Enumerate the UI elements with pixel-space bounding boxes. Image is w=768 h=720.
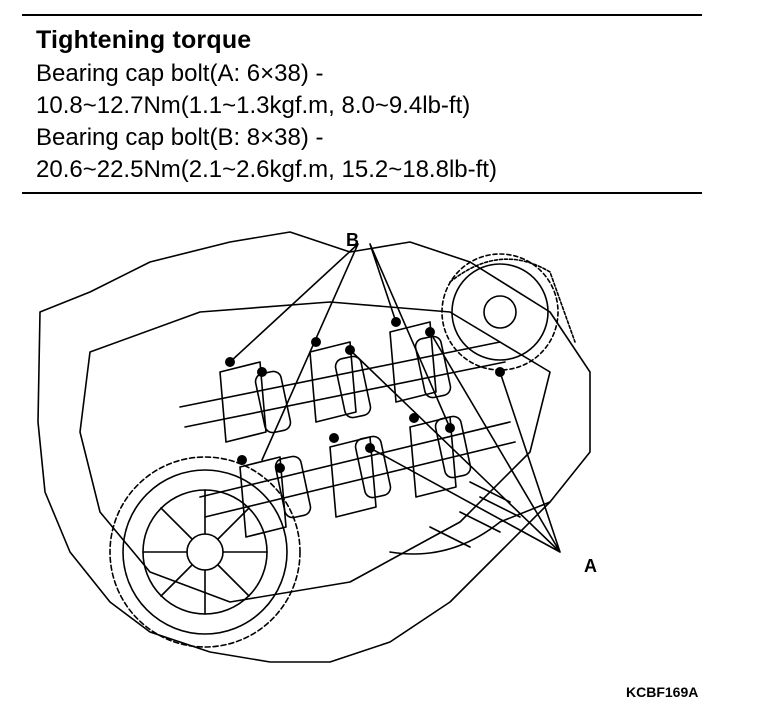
bearing-cap (309, 341, 357, 423)
callout-label-b: B (346, 230, 359, 250)
cam-lobe (414, 335, 452, 399)
head-deck (79, 301, 551, 603)
bearing-cap (389, 321, 437, 403)
leader-lines-a (349, 331, 561, 553)
torque-spec-box: Tightening torque Bearing cap bolt(A: 6×… (22, 14, 702, 194)
cylinder-head-outline (37, 231, 591, 663)
stud-bolts (429, 481, 521, 548)
cam-sprocket (441, 253, 559, 371)
wire-harness (389, 501, 551, 555)
spec-line-bolt-b: Bearing cap bolt(B: 8×38) - (36, 124, 324, 151)
bearing-cap (329, 436, 377, 518)
camshaft-illustration (37, 231, 591, 663)
leader-lines-b (229, 243, 451, 461)
figure-code: KCBF169A (626, 684, 699, 700)
cam-lobe (274, 455, 312, 519)
timing-chain (449, 258, 576, 343)
bearing-cap (409, 416, 457, 498)
cam-lobe (254, 370, 292, 434)
spec-line-bolt-a: Bearing cap bolt(A: 6×38) - (36, 60, 324, 87)
callout-label-a: A (584, 556, 597, 576)
spec-title: Tightening torque (36, 26, 252, 54)
spec-line-torque-a: 10.8~12.7Nm(1.1~1.3kgf.m, 8.0~9.4lb-ft) (36, 92, 471, 119)
spec-line-torque-b: 20.6~22.5Nm(2.1~2.6kgf.m, 15.2~18.8lb-ft… (36, 156, 497, 183)
camshaft-upper (179, 341, 506, 428)
cam-lobe (334, 355, 372, 419)
bearing-cap (219, 361, 267, 443)
timing-gear (109, 456, 301, 648)
